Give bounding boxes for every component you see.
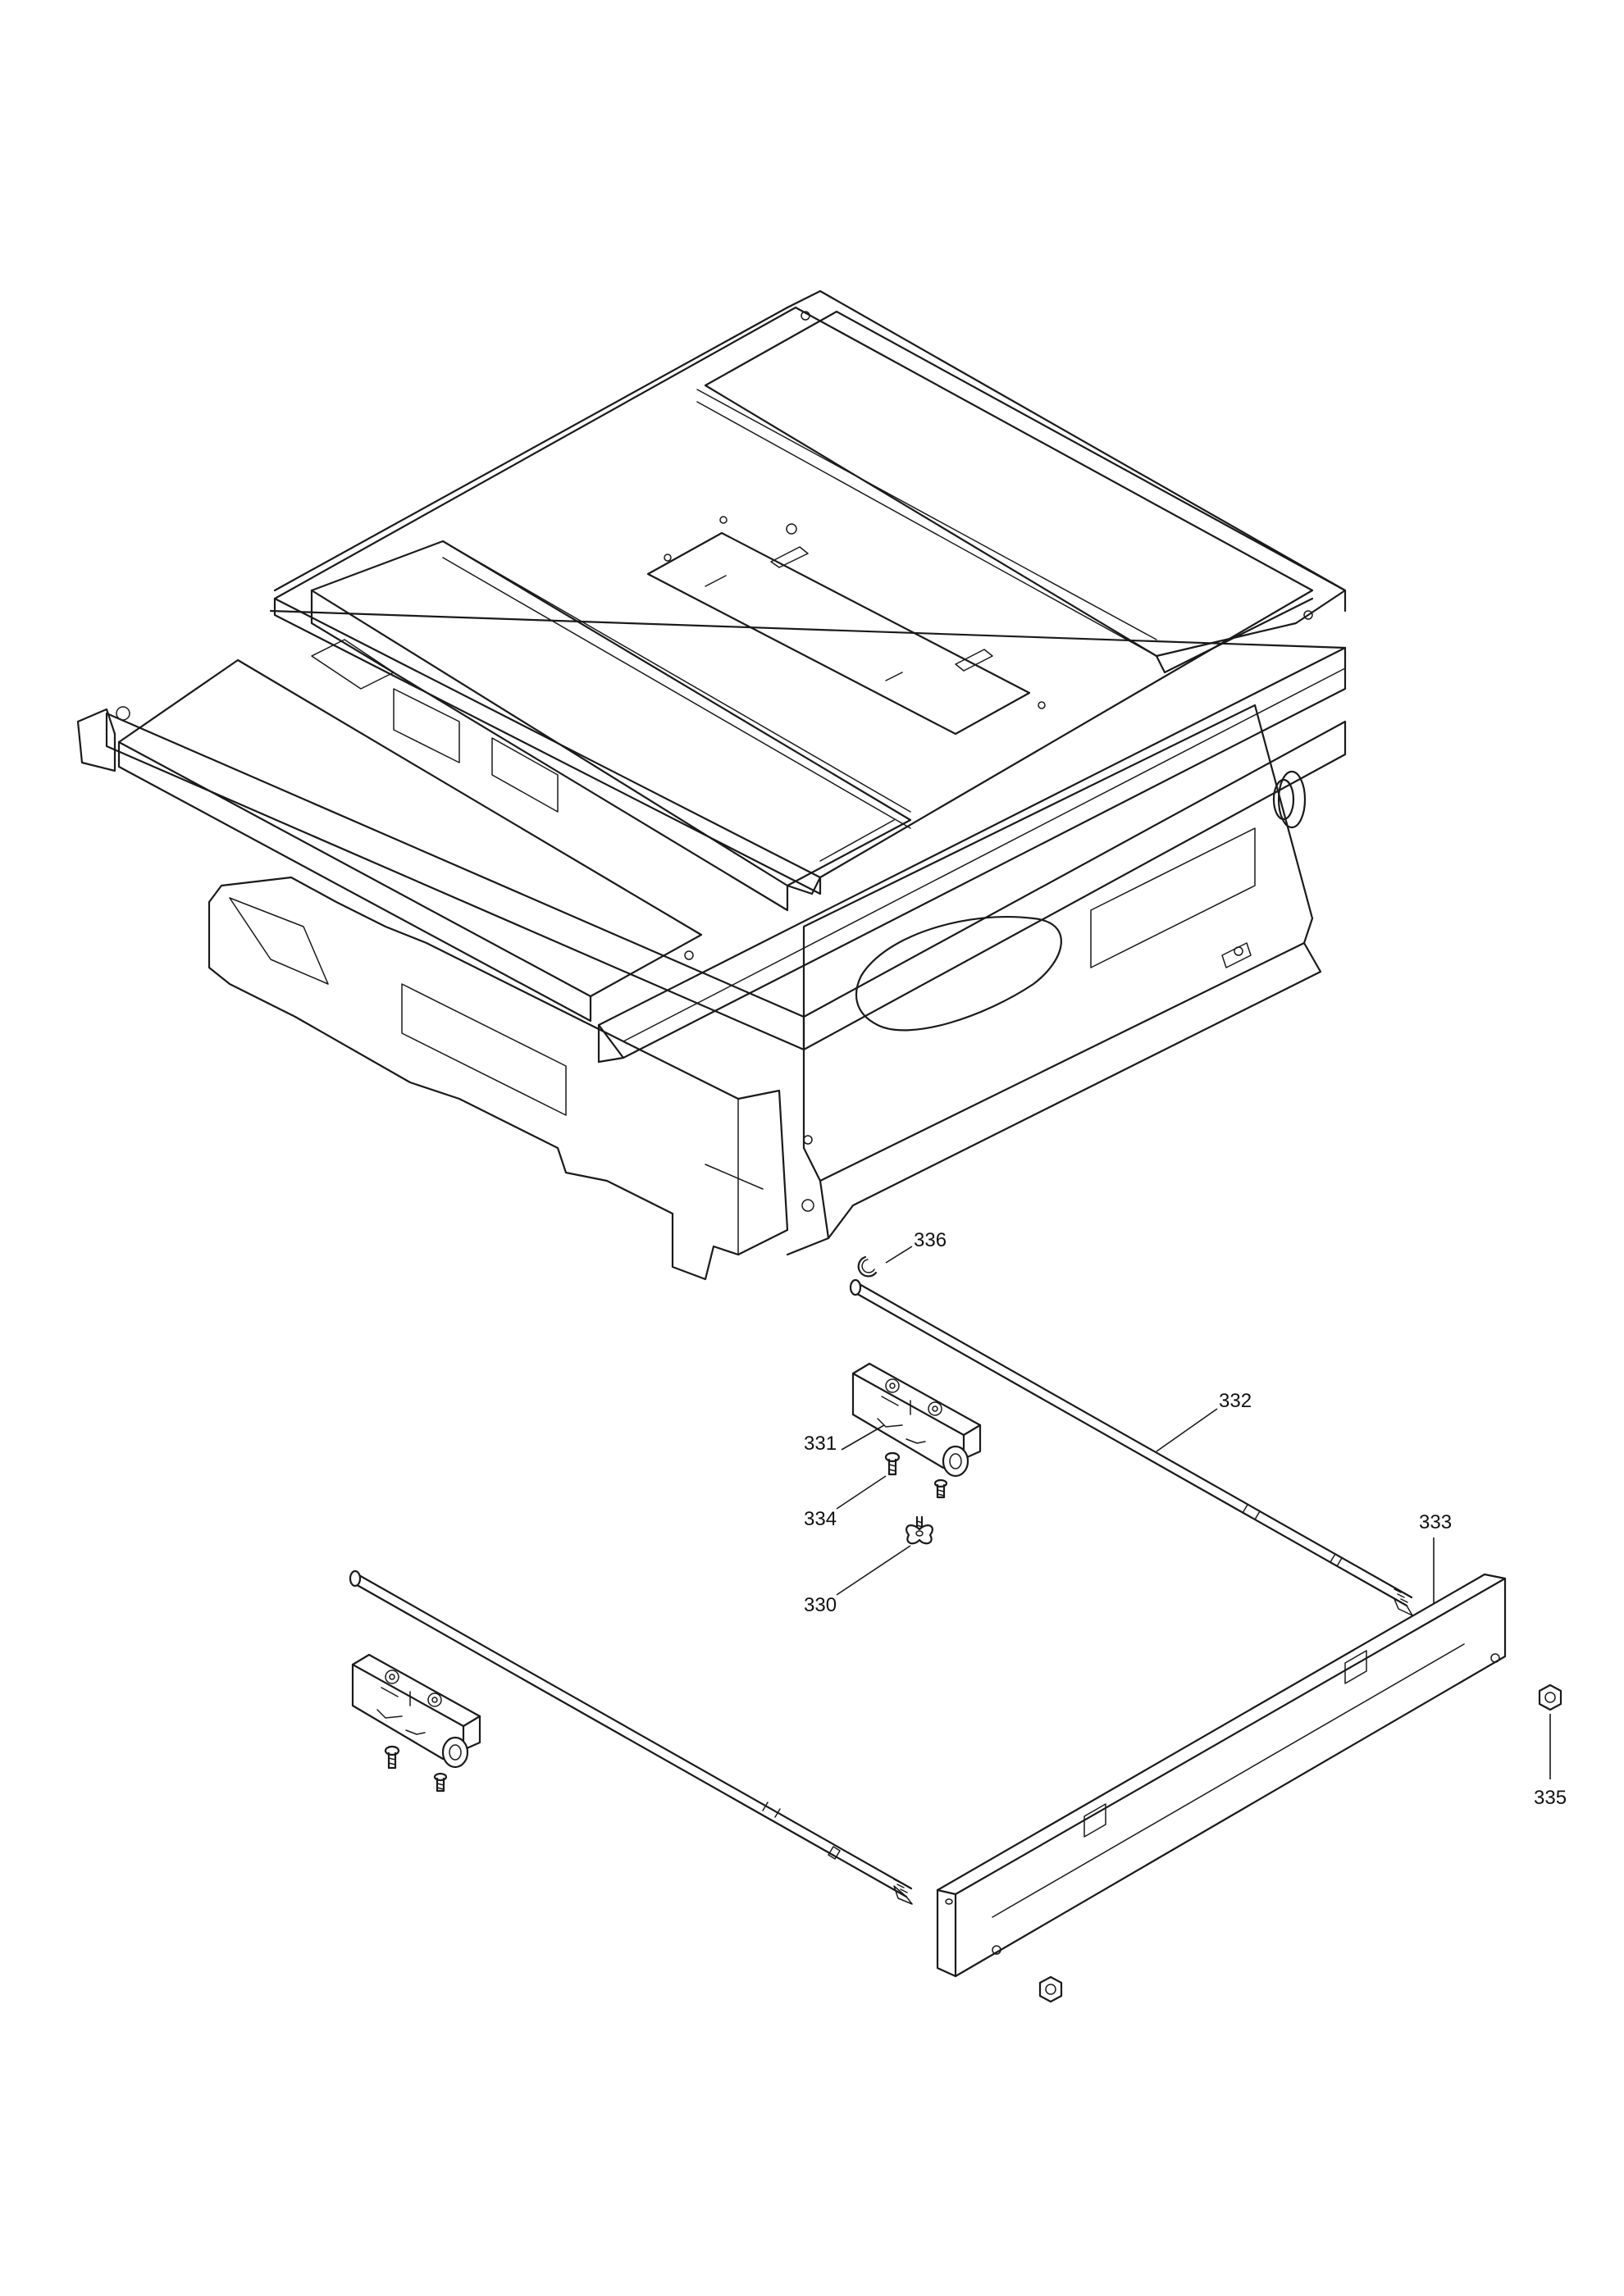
table-saw-assembly [76,289,1347,1281]
callout-333: 333 [1419,1511,1452,1533]
part-331-bracket-upper [851,1362,982,1478]
callout-336: 336 [914,1229,947,1251]
part-335-nut [1538,1683,1562,1711]
callout-331: 331 [804,1433,837,1455]
callout-332: 332 [1219,1390,1252,1412]
part-336-retaining-ring [857,1255,878,1278]
callout-labels: 336 332 331 333 334 330 335 [804,1229,1567,1809]
part-331-bracket-lower [351,1653,481,1769]
leader-332 [1156,1408,1218,1452]
callout-330: 330 [804,1594,837,1616]
part-334-screws-lower [384,1745,448,1793]
leader-334 [836,1475,887,1510]
leader-331 [841,1424,885,1451]
leader-lines [836,1246,1551,1779]
part-335-nut-lower [1038,1975,1063,2003]
part-332-rod-lower [349,1569,913,1905]
part-334-screws-upper [884,1451,948,1499]
leader-336 [885,1246,913,1264]
leader-330 [836,1545,911,1596]
callout-334: 334 [804,1508,837,1530]
callout-335: 335 [1534,1787,1567,1809]
part-330-wing-bolt [906,1515,933,1545]
part-333-extension-bar [936,1573,1507,1978]
